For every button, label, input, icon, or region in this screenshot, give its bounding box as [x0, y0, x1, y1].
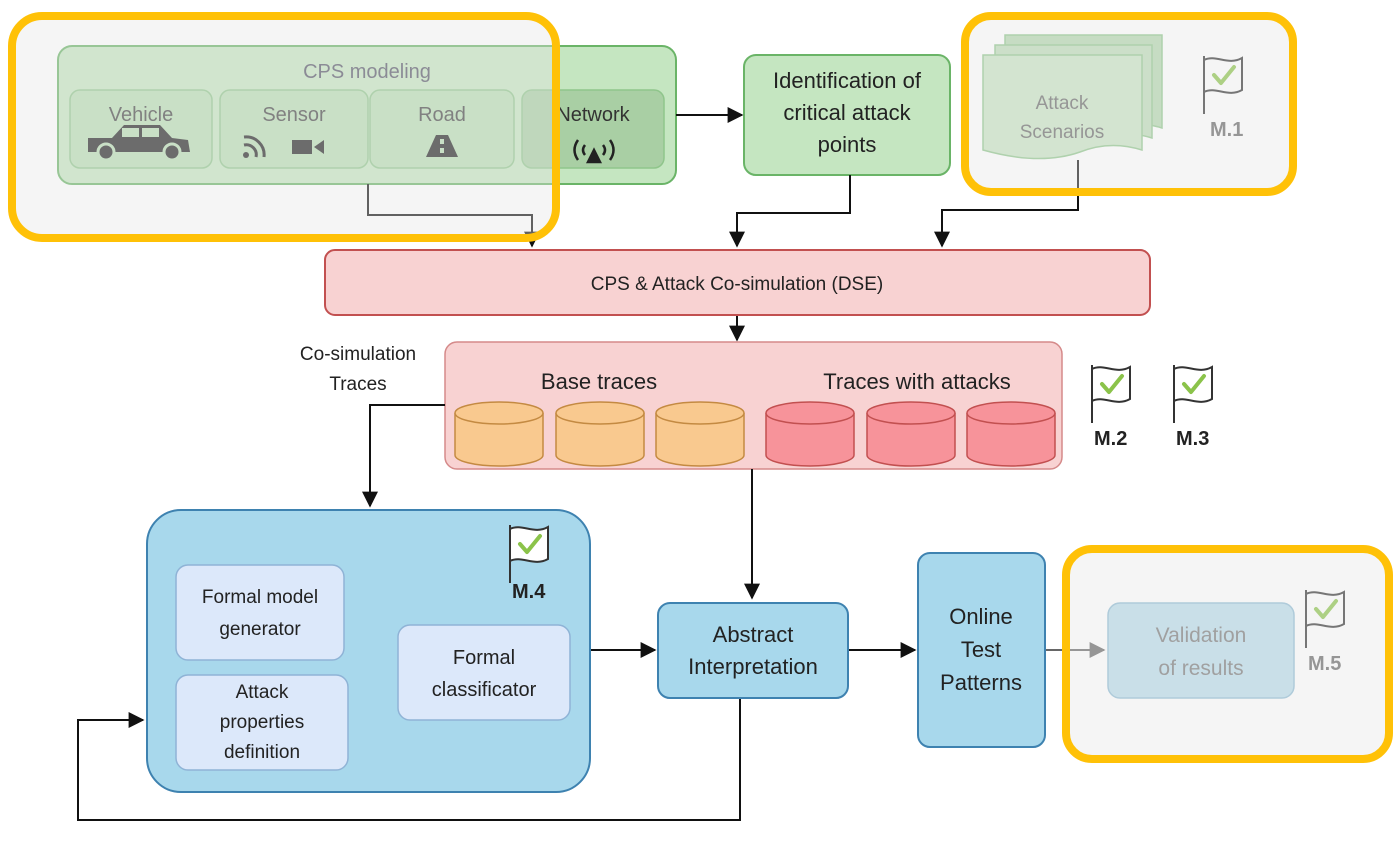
attack-scenarios-line-1: Attack [1036, 93, 1089, 114]
base-trace-cylinder [454, 401, 544, 467]
milestone-m2: M.2 [1090, 363, 1132, 450]
online-line-1: Online [949, 604, 1013, 629]
online-line-3: Patterns [940, 670, 1022, 695]
critical-attack-points-box: Identification of critical attack points [743, 54, 951, 176]
milestone-m3: M.3 [1172, 363, 1214, 450]
component-road: Road [369, 89, 515, 169]
milestone-m1-label: M.1 [1210, 119, 1243, 141]
milestone-m2-label: M.2 [1094, 428, 1127, 450]
attack-trace-cylinder [765, 401, 855, 467]
component-vehicle: Vehicle [69, 89, 213, 169]
abstract-line-2: Interpretation [688, 654, 818, 679]
component-road-label: Road [418, 104, 466, 126]
component-sensor: Sensor [219, 89, 369, 169]
attack-scenarios-document: Attack Scenarios [982, 34, 1163, 160]
road-icon [426, 135, 458, 157]
validation-box: Validation of results [1107, 602, 1295, 699]
attack-properties-line-2: properties [220, 712, 305, 733]
formal-analysis-group: Formal model generator Attack properties… [146, 509, 591, 793]
validation-line-1: Validation [1156, 624, 1247, 647]
milestone-m5: M.5 [1304, 588, 1346, 675]
sensor-icon [243, 135, 266, 158]
trace-cylinders [454, 401, 1056, 467]
formal-generator-line-1: Formal model [202, 587, 318, 608]
critical-points-line-2: critical attack [783, 100, 911, 125]
abstract-interpretation-box: Abstract Interpretation [657, 602, 849, 699]
highlight-attack-scenarios [961, 12, 1297, 196]
component-vehicle-label: Vehicle [109, 104, 174, 126]
formal-classificator-line-1: Formal [453, 647, 515, 669]
critical-points-line-3: points [818, 132, 877, 157]
network-icon [573, 139, 615, 164]
cosimulation-label: CPS & Attack Co-simulation (DSE) [591, 274, 883, 295]
attack-trace-cylinder [866, 401, 956, 467]
attack-trace-cylinder [966, 401, 1056, 467]
milestone-m3-label: M.3 [1176, 428, 1209, 450]
highlight-validation [1062, 545, 1393, 763]
cosimulation-box: CPS & Attack Co-simulation (DSE) [324, 249, 1151, 316]
milestone-m4-label: M.4 [512, 581, 546, 603]
attack-traces-label: Traces with attacks [823, 369, 1010, 394]
attack-properties-box: Attack properties definition [175, 674, 349, 771]
camera-icon [292, 140, 324, 154]
milestone-m5-label: M.5 [1308, 653, 1341, 675]
abstract-line-1: Abstract [713, 622, 794, 647]
flag-check-icon [1090, 363, 1132, 425]
base-trace-cylinder [555, 401, 645, 467]
traces-box: Base traces Traces with attacks [444, 341, 1063, 470]
component-sensor-label: Sensor [262, 104, 326, 126]
connectors-top [367, 107, 1079, 342]
component-network-label: Network [556, 104, 630, 126]
formal-generator-line-2: generator [219, 619, 301, 640]
cps-modeling-group: CPS modeling Vehicle Sensor [57, 45, 677, 185]
highlight-overlays [8, 12, 1393, 763]
base-traces-label: Base traces [541, 369, 657, 394]
formal-model-generator-box: Formal model generator [175, 564, 345, 661]
traces-caption-line-1: Co-simulation [300, 344, 416, 365]
attack-properties-line-1: Attack [236, 682, 289, 703]
formal-classificator-box: Formal classificator [397, 624, 571, 721]
validation-line-2: of results [1158, 657, 1243, 680]
milestone-m1: M.1 [1202, 54, 1244, 141]
online-line-2: Test [961, 637, 1001, 662]
cps-modeling-title: CPS modeling [303, 61, 431, 83]
flag-check-icon [1172, 363, 1214, 425]
base-trace-cylinder [655, 401, 745, 467]
attack-properties-line-3: definition [224, 742, 300, 763]
milestone-m4: M.4 [508, 523, 550, 603]
traces-caption-line-2: Traces [329, 374, 386, 395]
critical-points-line-1: Identification of [773, 68, 922, 93]
car-icon [88, 125, 190, 162]
formal-classificator-line-2: classificator [432, 679, 537, 701]
online-test-patterns-box: Online Test Patterns [917, 552, 1046, 748]
highlight-cps-modeling [8, 12, 560, 242]
attack-scenarios-line-2: Scenarios [1020, 122, 1105, 143]
